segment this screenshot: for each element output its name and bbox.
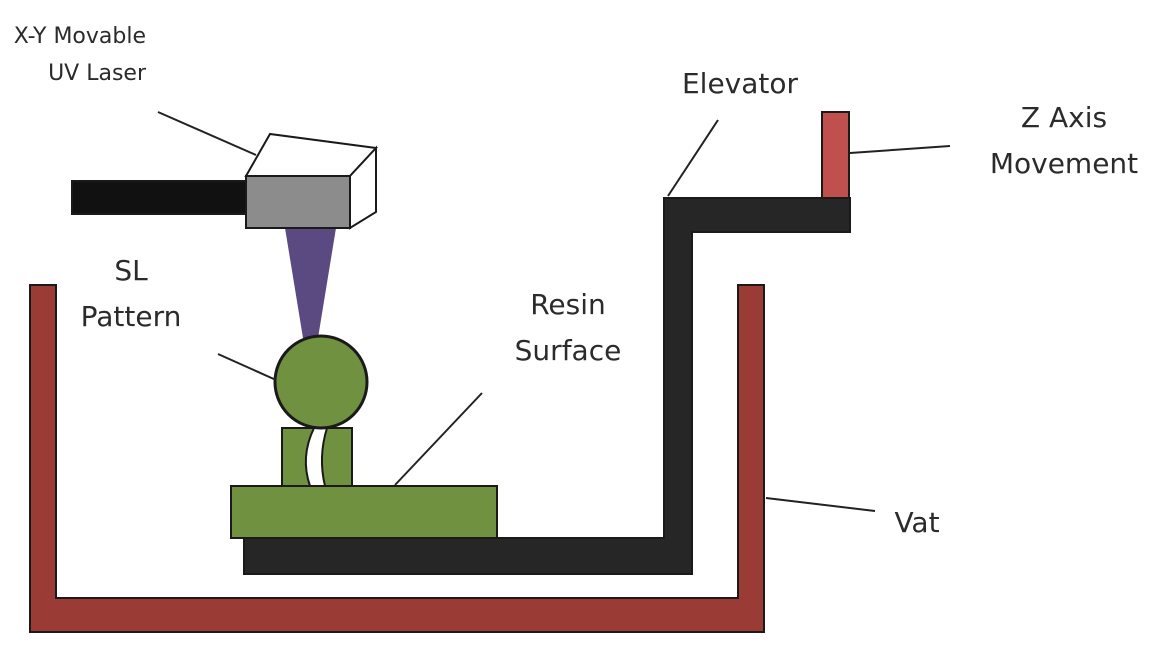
- laser-head-front: [245, 175, 351, 229]
- laser-rail: [71, 180, 249, 215]
- elevator: [243, 197, 851, 575]
- laser-label-line1: X-Y Movable: [14, 24, 146, 49]
- sl-pattern-label-line2: Pattern: [81, 300, 182, 333]
- support-left: [281, 427, 316, 487]
- resin-surface-label-line1: Resin: [530, 288, 606, 321]
- uv-beam: [285, 228, 336, 338]
- vat-label: Vat: [894, 506, 939, 539]
- sl-pattern-label-line1: SL: [114, 254, 148, 287]
- elevator-label: Elevator: [682, 67, 799, 100]
- resin-surface-label-line2: Surface: [515, 334, 622, 367]
- z-axis-label-line2: Movement: [990, 147, 1138, 180]
- z-axis-bar: [821, 111, 850, 199]
- elevator-leader-line: [667, 119, 719, 197]
- sl-pattern-leader-line: [217, 353, 277, 381]
- resin-surface-leader-line: [394, 392, 483, 486]
- z-axis-label-line1: Z Axis: [1021, 101, 1107, 134]
- laser-label-line2: UV Laser: [48, 61, 147, 86]
- z-axis-leader-line: [849, 145, 951, 154]
- resin-base: [230, 485, 498, 539]
- support-right: [321, 427, 353, 487]
- sl-pattern-sphere: [273, 334, 369, 430]
- vat: [29, 284, 765, 633]
- vat-leader-line: [765, 497, 876, 512]
- laser-leader-line: [157, 111, 257, 156]
